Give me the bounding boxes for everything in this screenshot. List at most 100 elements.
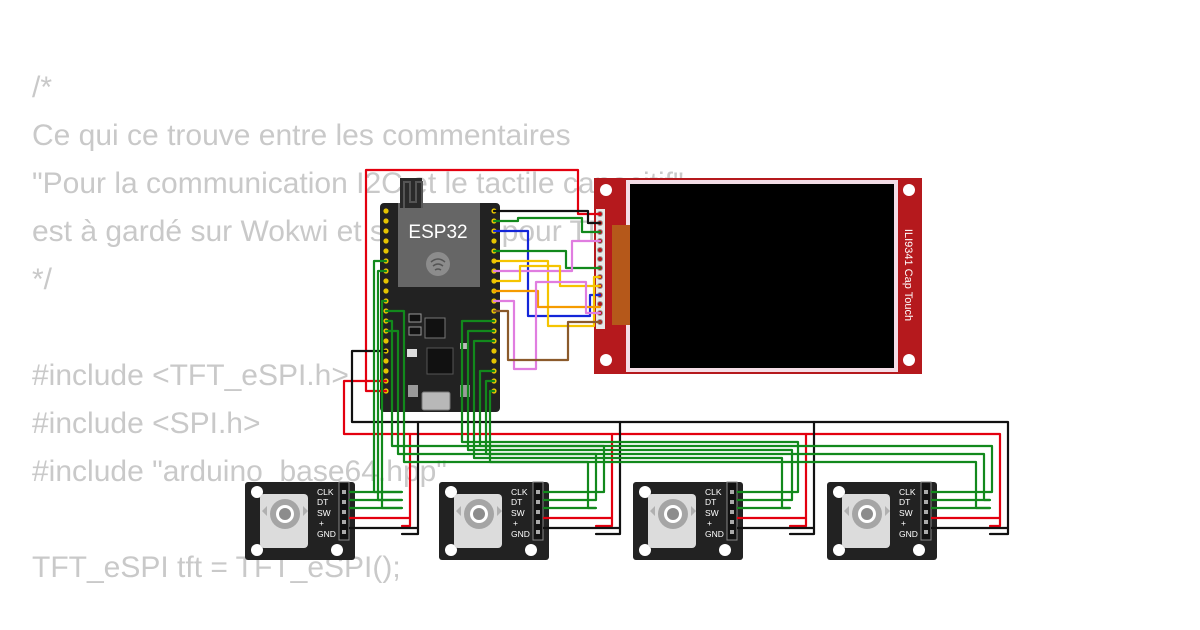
encoder-pins [924, 490, 928, 534]
mount-hole [639, 486, 651, 498]
pin-label-clk: CLK [317, 487, 334, 497]
pin-label-dt: DT [899, 497, 910, 507]
encoder-shaft-center [473, 508, 485, 520]
wire-vcc [364, 168, 602, 393]
pin-label-vcc: + [901, 518, 906, 528]
wire-dc [492, 249, 602, 270]
wire-enc3-dt [466, 329, 794, 502]
wire-enc2-gnd [594, 420, 622, 536]
mount-hole [251, 544, 263, 556]
pin-label-clk: CLK [899, 487, 916, 497]
smd-component [408, 313, 422, 323]
esp32-label: ESP32 [408, 222, 467, 243]
rotary-encoder-2[interactable]: CLK DT SW + GND [439, 481, 549, 560]
wire-sck [492, 239, 602, 273]
pin-label-gnd: GND [899, 529, 918, 539]
pin-label-clk: CLK [511, 487, 528, 497]
rotary-encoder-1[interactable]: CLK DT SW + GND [245, 481, 355, 560]
wire-enc3-clk [460, 319, 800, 494]
pin-label-vcc: + [513, 518, 518, 528]
antenna-trace [403, 181, 423, 208]
code-line: /* [32, 71, 53, 104]
mount-hole [913, 544, 925, 556]
usb-uart-chip [426, 347, 454, 375]
pin-label-sw: SW [511, 508, 525, 518]
mount-hole [525, 544, 537, 556]
code-line: */ [32, 263, 53, 296]
encoder-pin-stubs [349, 490, 1008, 530]
reset-button[interactable] [460, 385, 470, 397]
mount-hole [833, 486, 845, 498]
mount-hole [600, 354, 612, 366]
encoder-shaft-center [861, 508, 873, 520]
wifi-logo [426, 252, 450, 276]
mount-hole [251, 486, 263, 498]
wire-enc1-gnd [400, 420, 420, 536]
rotate-arrows-icon [844, 506, 890, 516]
display-screen [630, 184, 894, 368]
pin-label-sw: SW [705, 508, 719, 518]
rotary-encoder-3[interactable]: CLK DT SW + GND [633, 481, 743, 560]
mount-hole [833, 544, 845, 556]
display-flex-cable [612, 225, 630, 325]
micro-usb-port [421, 391, 451, 411]
wire-enc3-gnd [788, 420, 816, 536]
wire-led [492, 264, 602, 288]
pin-label-sw: SW [899, 508, 913, 518]
wire-enc2-vcc [594, 432, 614, 528]
pin-label-sw: SW [317, 508, 331, 518]
wire-cs [492, 216, 602, 234]
wire-encoder-gnd-bus [350, 349, 1010, 536]
display-wires [364, 168, 602, 393]
encoder-power-wires [342, 349, 1010, 536]
esp32-board[interactable]: ESP32 [380, 178, 500, 412]
wire-mosi [492, 259, 602, 328]
rotary-encoder-4[interactable]: CLK DT SW + GND [827, 481, 937, 560]
tft-display[interactable]: ILI9341 Cap Touch [594, 178, 922, 374]
esp32-left-pins [383, 208, 389, 394]
wire-enc1-vcc [400, 432, 412, 528]
pin-label-gnd: GND [511, 529, 530, 539]
code-line: #include <SPI.h> [32, 407, 261, 440]
pin-label-dt: DT [317, 497, 328, 507]
pin-label-clk: CLK [705, 487, 722, 497]
boot-button[interactable] [408, 385, 418, 397]
mount-hole [639, 544, 651, 556]
encoder-shaft-center [279, 508, 291, 520]
encoder-pins [536, 490, 540, 534]
display-pins [597, 211, 603, 325]
wire-reset [492, 229, 602, 318]
mount-hole [445, 486, 457, 498]
code-line: #include <TFT_eSPI.h> [32, 359, 349, 392]
mount-hole [600, 184, 612, 196]
rotate-arrows-icon [650, 506, 696, 516]
mount-hole [903, 184, 915, 196]
wire-touch-scl [492, 309, 602, 362]
rotate-arrows-icon [456, 506, 502, 516]
encoder-shaft-center [667, 508, 679, 520]
encoder-pins [342, 490, 346, 534]
pin-label-gnd: GND [317, 529, 336, 539]
smd-led [407, 349, 417, 357]
code-text-background: /* Ce qui ce trouve entre les commentair… [32, 64, 706, 592]
display-label: ILI9341 Cap Touch [902, 229, 914, 321]
regulator-chip [424, 317, 446, 339]
pin-label-dt: DT [705, 497, 716, 507]
mount-hole [903, 354, 915, 366]
wire-enc2-dt [384, 329, 598, 502]
code-line: Ce qui ce trouve entre les commentaires [32, 119, 571, 152]
wire-miso [492, 289, 602, 309]
encoder-pins [730, 490, 734, 534]
wire-gnd [492, 209, 602, 225]
pin-label-gnd: GND [705, 529, 724, 539]
mount-hole [445, 544, 457, 556]
smd-component [408, 326, 422, 336]
smd-resistor [460, 343, 469, 349]
wire-enc4-clk [478, 369, 994, 494]
rotate-arrows-icon [262, 506, 308, 516]
mount-hole [331, 544, 343, 556]
mount-hole [719, 544, 731, 556]
pin-label-vcc: + [707, 518, 712, 528]
wire-enc3-vcc [788, 432, 808, 528]
